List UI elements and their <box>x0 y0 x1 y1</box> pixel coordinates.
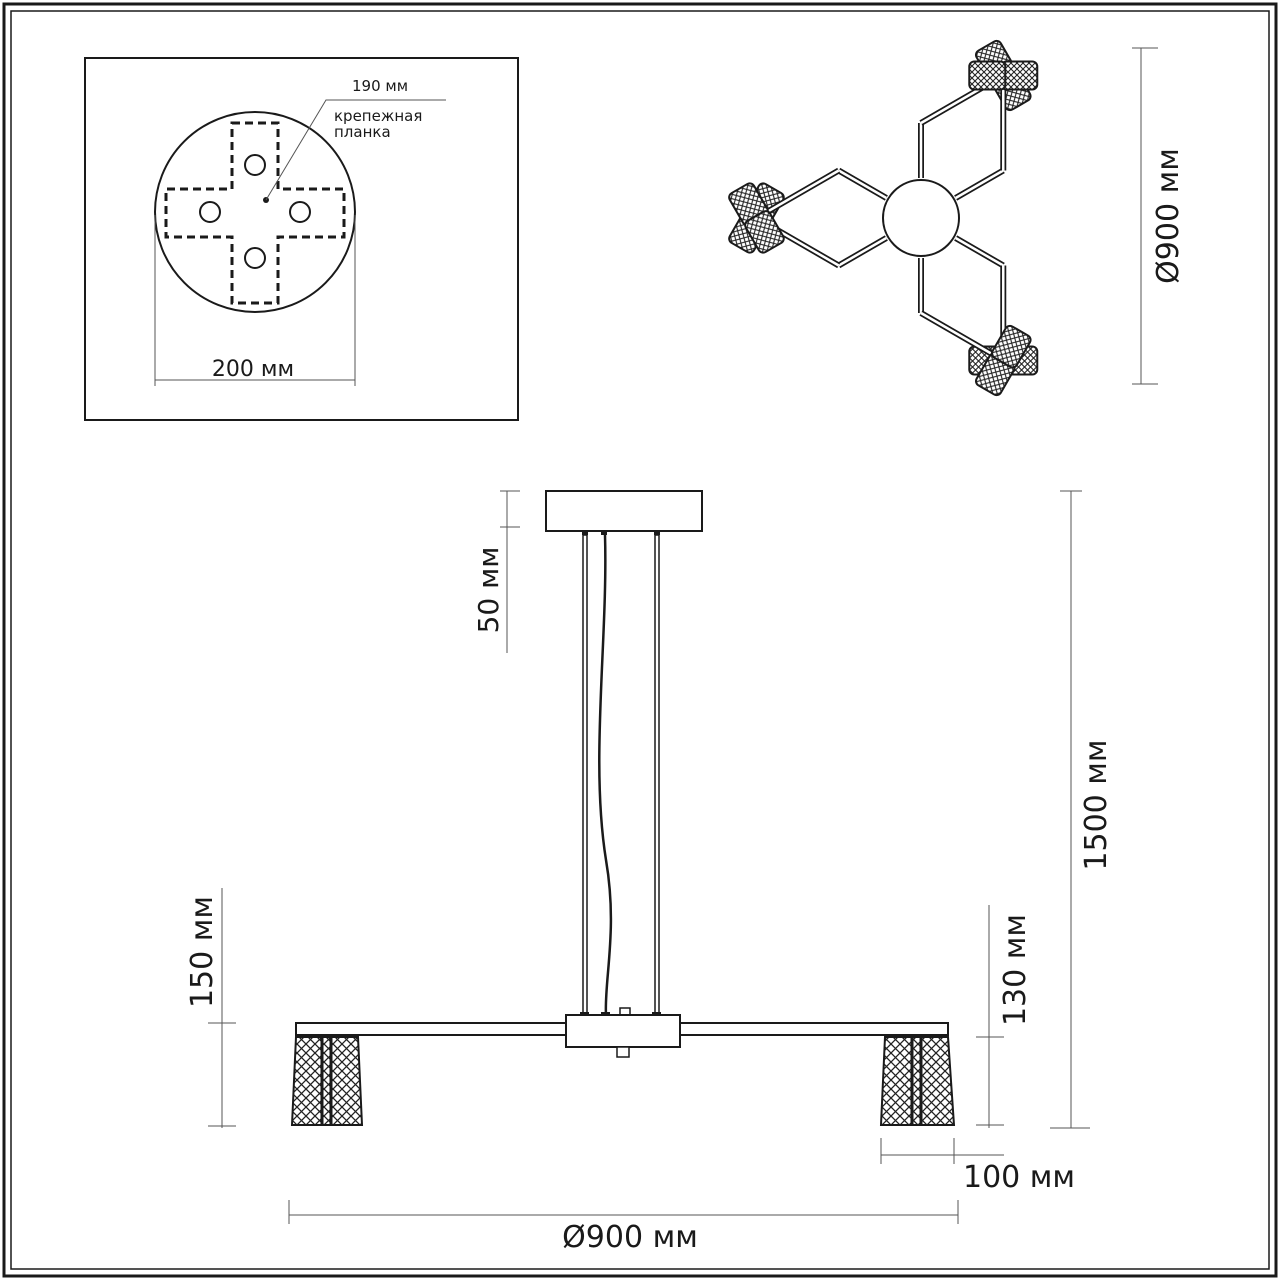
screw-hole-left <box>199 201 221 223</box>
canopy-fixing-3 <box>654 531 660 535</box>
shade-height-right: 130 мм <box>998 914 1033 1026</box>
side-view: 50 мм 1500 мм 150 мм 130 мм 100 мм Ø900 … <box>185 490 1114 1255</box>
mounting-plate-label-2: планка <box>334 123 391 141</box>
ceiling-canopy <box>545 490 703 532</box>
top-shade-4b <box>990 324 1032 369</box>
central-hub <box>565 1014 681 1048</box>
canopy-fixing-2 <box>601 531 607 535</box>
canopy-height: 50 мм <box>472 547 505 634</box>
mount-diameter-small: 190 мм <box>352 77 408 95</box>
top-view: Ø900 мм <box>728 39 1186 397</box>
leader-line <box>265 99 446 201</box>
screw-hole-right <box>289 201 311 223</box>
hub-bottom-knob <box>616 1046 630 1058</box>
shade-width: 100 мм <box>963 1160 1075 1195</box>
power-cable <box>598 534 613 1016</box>
shade-left <box>290 1036 364 1126</box>
shade-right <box>879 1036 956 1126</box>
mounting-plate-outline <box>164 121 346 305</box>
top-spoke-inner-3 <box>955 236 1004 267</box>
screw-hole-bottom <box>244 247 266 269</box>
top-view-diameter: Ø900 мм <box>1151 148 1186 284</box>
shade-height-left: 150 мм <box>185 896 220 1008</box>
screw-hole-top <box>244 154 266 176</box>
mount-detail: 190 мм крепежная планка 200 мм <box>84 57 519 421</box>
inner-frame <box>10 10 1270 1270</box>
overall-diameter: Ø900 мм <box>562 1220 698 1255</box>
shade-right-body <box>879 1036 956 1126</box>
top-center-hub <box>882 179 960 257</box>
top-spoke-inner-5 <box>838 236 887 267</box>
top-spoke-inner-6 <box>838 169 887 200</box>
top-spoke-inner-2 <box>955 169 1004 200</box>
total-height: 1500 мм <box>1079 739 1114 870</box>
top-bar-inner-4 <box>920 311 1004 362</box>
mounting-plate-label-1: крепежная <box>334 107 422 125</box>
top-shade-2b <box>968 60 1007 91</box>
top-bar-inner-6 <box>755 169 840 220</box>
canopy-outline <box>154 111 356 313</box>
top-shade-6b <box>744 210 785 254</box>
mount-diameter-large: 200 мм <box>212 357 294 382</box>
shade-left-body <box>290 1036 364 1126</box>
mount-detail-frame <box>84 57 519 421</box>
top-shade-2a <box>1000 60 1039 91</box>
suspension-rod-right <box>654 534 660 1016</box>
suspension-rod-left <box>582 534 588 1016</box>
canopy-fixing-1 <box>582 531 588 535</box>
